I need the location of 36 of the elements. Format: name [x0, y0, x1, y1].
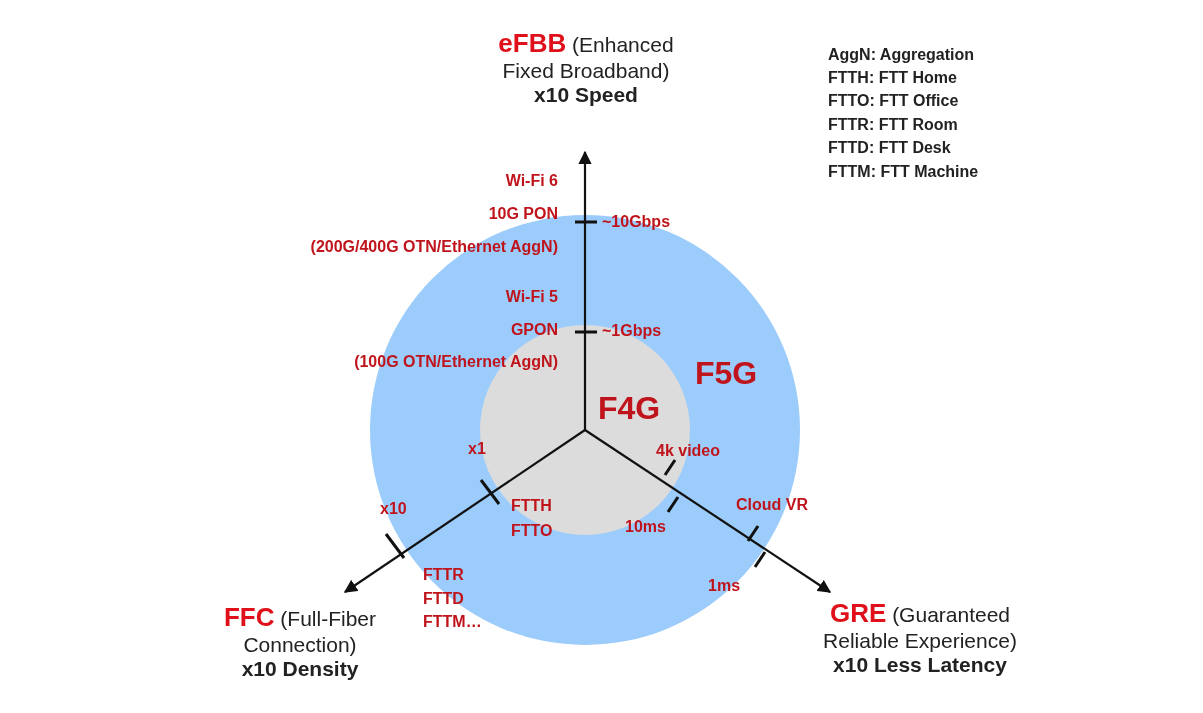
abbreviation-note: FTTD: FTT Desk	[828, 139, 951, 157]
axis-label: 1ms	[708, 577, 741, 595]
abbreviation-note: AggN: Aggregation	[828, 46, 975, 64]
abbreviation-note: FTTR: FTT Room	[828, 116, 958, 134]
axis-label: FTTM…	[423, 613, 482, 631]
axis-label: Wi-Fi 6	[505, 172, 558, 190]
circle-label: F5G	[695, 355, 758, 392]
axis-label: ~1Gbps	[602, 322, 662, 340]
axis-label: 10G PON	[488, 205, 558, 223]
axis-label: FTTR	[423, 566, 464, 584]
axis-title: eFBB (Enhanced Fixed Broadband)	[497, 28, 675, 83]
axis-arrow	[578, 150, 592, 430]
axis-label: FTTO	[511, 522, 553, 540]
axis-label: x1	[468, 440, 486, 458]
axis-label: x10	[380, 500, 407, 518]
axis-label: Wi-Fi 5	[505, 288, 558, 306]
axis-label: 4k video	[656, 442, 721, 460]
axis-label: ~10Gbps	[602, 213, 671, 231]
axis-subtitle: x10 Less Latency	[832, 653, 1008, 677]
circle-label: F4G	[598, 390, 661, 427]
axis-label: (200G/400G OTN/Ethernet AggN)	[310, 238, 558, 256]
abbreviation-note: FTTO: FTT Office	[828, 92, 959, 110]
axis-arrow	[584, 429, 832, 593]
abbreviation-note: FTTM: FTT Machine	[828, 163, 979, 181]
axis-label: Cloud VR	[736, 496, 808, 514]
axis-title: GRE (Guaranteed Reliable Experience)	[822, 598, 1018, 653]
axis-label: GPON	[510, 321, 558, 339]
axis-label: (100G OTN/Ethernet AggN)	[354, 353, 558, 371]
axis-label: FTTH	[511, 497, 552, 515]
axis-title: FFC (Full-Fiber Connection)	[222, 602, 378, 657]
axis-label: 10ms	[625, 518, 666, 536]
abbreviation-note: FTTH: FTT Home	[828, 69, 957, 87]
axis-subtitle: x10 Speed	[533, 83, 639, 107]
axis-arrow	[343, 429, 586, 593]
axis-label: FTTD	[423, 590, 464, 608]
axis-subtitle: x10 Density	[240, 657, 360, 681]
